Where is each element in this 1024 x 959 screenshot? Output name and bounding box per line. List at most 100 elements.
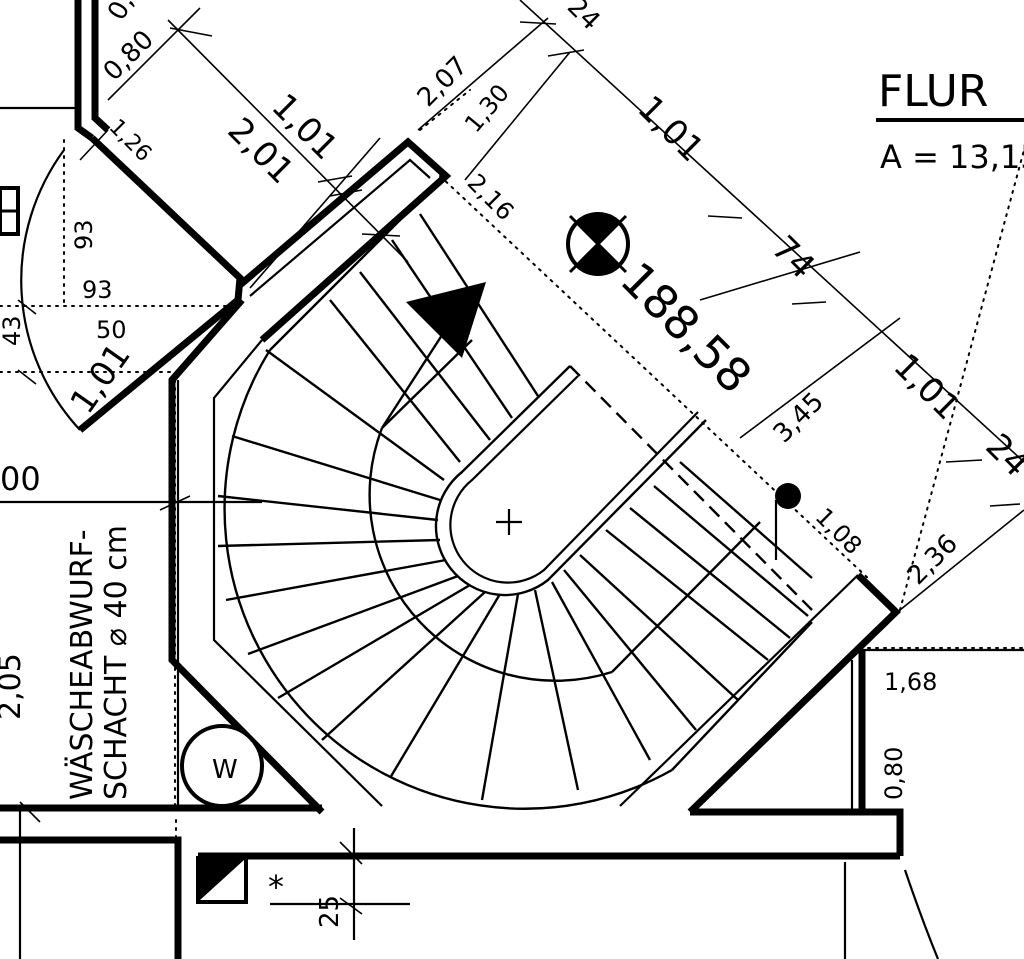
tread — [480, 593, 520, 801]
tread — [418, 213, 540, 397]
stair-wall-left — [237, 137, 452, 343]
dim-line — [899, 509, 1024, 611]
wall-top-left — [74, 0, 95, 141]
dimension-labels: 0,5 0,80 24 1,26 2,07 1,30 1,01 2,01 1,0… — [0, 0, 1024, 928]
dim-tick — [19, 801, 41, 823]
dim-tick — [17, 369, 37, 385]
dim-label: 2,07 — [412, 51, 474, 113]
dim-line — [464, 51, 571, 181]
dim-label: 25 — [315, 895, 345, 928]
dim-tick — [945, 459, 983, 463]
stair-flight-upper-outer — [269, 211, 409, 351]
stair-landing-dashed — [569, 365, 813, 611]
dim-label: 1,01 — [630, 88, 712, 170]
dim-tick — [317, 175, 353, 183]
level-mark: 188,58 — [610, 252, 762, 404]
stair-newel-outer — [434, 365, 707, 597]
dim-tick — [169, 27, 213, 37]
ceiling-light-icon — [566, 212, 630, 276]
dim-tick — [791, 301, 827, 305]
stair-walking-line-lower — [611, 521, 761, 673]
wall-bottom-right — [690, 808, 904, 856]
stair-newel-inner — [449, 375, 699, 584]
dim-line — [167, 19, 409, 263]
dim-label: 0,80 — [98, 25, 160, 87]
dim-line — [699, 251, 861, 301]
dim-tick — [361, 233, 401, 237]
dim-label: 2,05 — [0, 653, 28, 720]
asterisk: * — [268, 868, 284, 906]
stair-treads-fan — [217, 349, 739, 801]
tread — [629, 507, 791, 639]
tread — [653, 485, 809, 617]
wall-diagonal-upper — [89, 135, 244, 301]
shaft-label-line2: SCHACHT ⌀ 40 cm — [99, 525, 134, 800]
tread — [321, 591, 486, 741]
room-name: FLUR — [878, 66, 988, 117]
stair-wall-left-inner — [249, 158, 431, 297]
dim-tick — [519, 21, 557, 25]
dim-label: 1,01 — [63, 336, 139, 421]
stair-direction-arrow-icon — [406, 282, 486, 358]
dim-line — [107, 7, 201, 101]
dim-line — [739, 317, 901, 439]
tread — [225, 558, 447, 602]
door-swing-left — [20, 149, 81, 431]
dotted-line — [419, 89, 471, 131]
tread — [265, 349, 445, 481]
wall-top-left-inner — [91, 0, 111, 133]
dim-label: 1,68 — [884, 668, 937, 696]
dim-tick — [329, 189, 363, 197]
tread — [247, 574, 459, 656]
dim-tick — [989, 503, 1021, 507]
stair-wall-east-inner — [619, 574, 859, 807]
dim-line — [79, 129, 109, 161]
dim-label: 93 — [82, 276, 113, 304]
dotted-lines — [0, 89, 1024, 959]
room-label: FLUR A = 13,15 — [876, 66, 1024, 176]
stair-wall-west-inner — [212, 339, 383, 807]
dim-tick — [707, 215, 743, 219]
dim-tick — [339, 841, 363, 865]
dim-label: 93 — [70, 219, 98, 250]
stair-treads-upper — [329, 213, 540, 463]
tread — [277, 583, 471, 700]
dim-label: 0,5 — [102, 0, 149, 25]
tread — [217, 538, 441, 548]
stair-arrow-line — [380, 331, 446, 429]
wall-diagonal-lower — [77, 297, 241, 433]
chimney-icon — [196, 856, 248, 904]
dim-tick — [17, 299, 37, 315]
dotted-line — [439, 175, 871, 581]
washer-label: W — [212, 755, 238, 785]
dim-label: 0,80 — [880, 747, 908, 800]
stair-treads-lower — [605, 461, 813, 661]
dim-label: 2,16 — [462, 168, 520, 226]
tread — [231, 434, 441, 502]
dim-label: 1,08 — [810, 502, 868, 560]
tread — [679, 461, 813, 579]
dim-label: 24 — [978, 426, 1024, 485]
tread — [533, 589, 580, 791]
dim-label: 1,01 — [886, 346, 968, 428]
stair-walking-line-upper — [381, 339, 473, 429]
dim-tick — [547, 49, 585, 57]
tread — [217, 494, 439, 522]
wall-light-icon — [775, 483, 801, 509]
dim-line — [249, 137, 381, 289]
dim-label: 3,45 — [768, 387, 830, 449]
dim-tick — [339, 897, 363, 915]
spiral-staircase — [217, 211, 813, 810]
stair-walking-line-arc — [368, 427, 613, 682]
dim-label: 50 — [96, 316, 127, 344]
washing-machine-icon: W — [180, 724, 264, 808]
tread — [329, 299, 461, 463]
tread — [550, 581, 652, 761]
dim-label: 00 — [0, 460, 41, 498]
tread — [579, 554, 739, 701]
dim-line — [417, 17, 549, 131]
shaft-label: WÄSCHEABWURF- SCHACHT ⌀ 40 cm — [64, 525, 134, 800]
